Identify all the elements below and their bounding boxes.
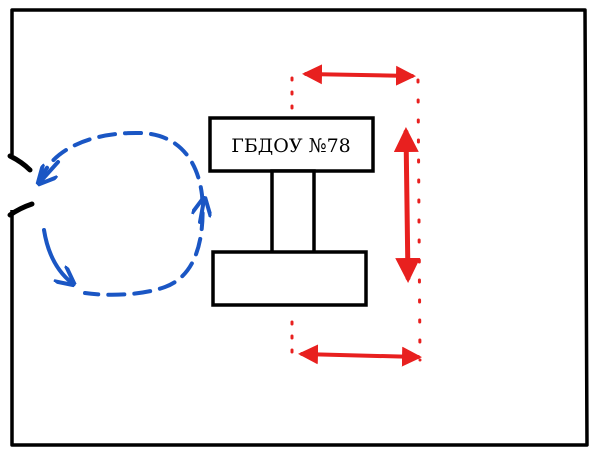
site-boundary	[10, 8, 589, 447]
entry-route-dashed	[38, 130, 205, 297]
perimeter-arrow-vertical	[393, 127, 421, 283]
perimeter-arrow-top	[302, 64, 416, 86]
gate-lower-mark	[7, 201, 35, 218]
entry-route-start-arrow	[40, 160, 60, 182]
perimeter-dotted-right	[416, 78, 422, 362]
exit-route-segment	[42, 228, 72, 283]
gate-upper-mark	[7, 153, 33, 173]
building-label: ГБДОУ №78	[231, 135, 351, 157]
return-route-arrow	[200, 200, 204, 224]
building-corridor	[270, 169, 316, 255]
building-lower-block	[211, 250, 368, 307]
perimeter-arrow-bottom	[298, 344, 422, 367]
